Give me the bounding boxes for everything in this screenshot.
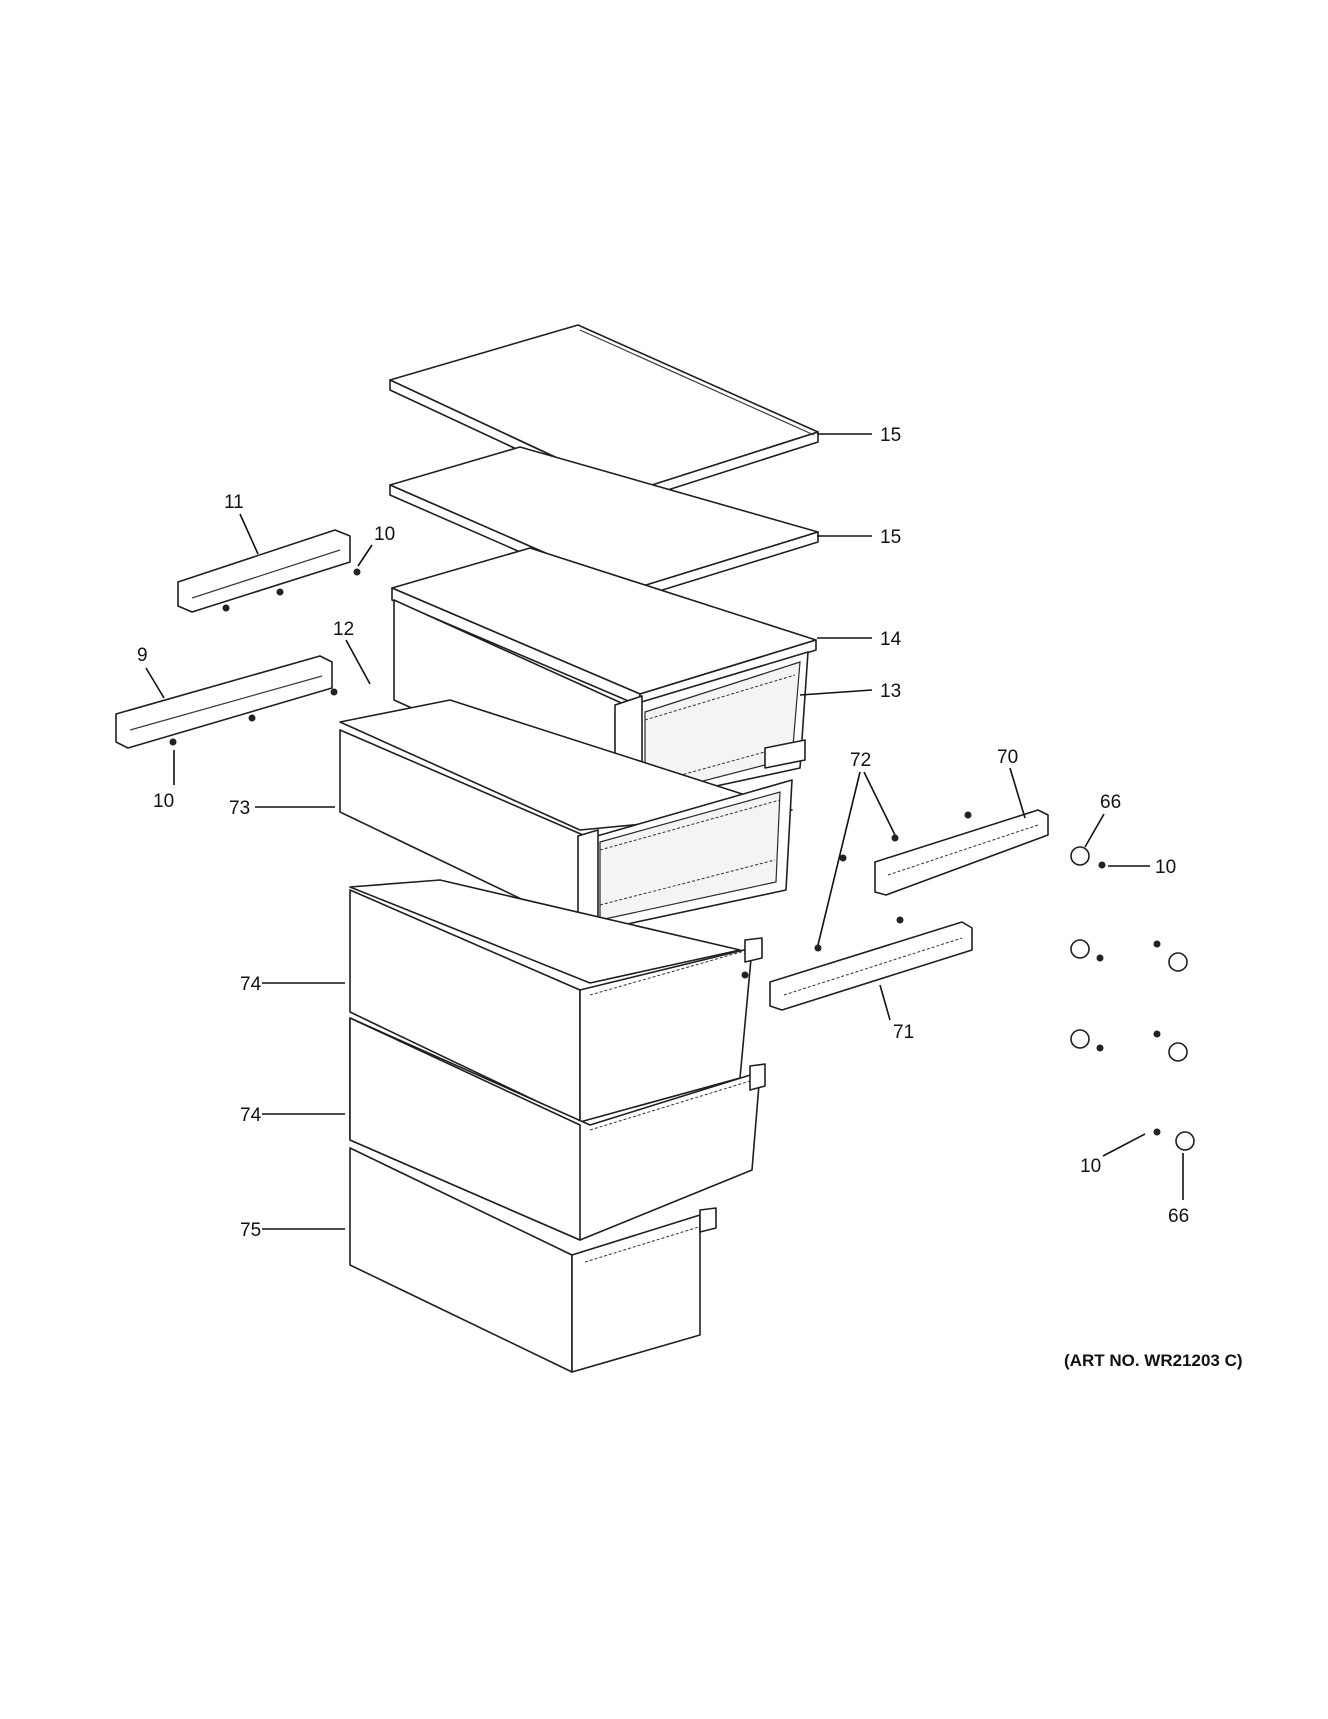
callout-14: 14 bbox=[880, 629, 902, 650]
glass-shelf-top bbox=[389, 324, 819, 503]
drawer-bottom-75 bbox=[349, 1147, 717, 1373]
callout-66-bottom: 66 bbox=[1168, 1206, 1189, 1227]
callout-11: 11 bbox=[224, 492, 244, 513]
callout-73: 73 bbox=[229, 798, 250, 819]
callout-71: 71 bbox=[893, 1022, 914, 1043]
art-number: (ART NO. WR21203 C) bbox=[1064, 1351, 1243, 1370]
callout-12: 12 bbox=[333, 619, 354, 640]
right-rail-lower-71 bbox=[769, 921, 973, 1011]
callout-74-upper: 74 bbox=[240, 974, 262, 995]
callout-15-top: 15 bbox=[880, 425, 901, 446]
right-rail-upper-70 bbox=[874, 809, 1049, 896]
screw-icons bbox=[169, 568, 1161, 1136]
callout-9: 9 bbox=[137, 645, 148, 666]
callout-72: 72 bbox=[850, 750, 871, 771]
left-rail-lower-9 bbox=[115, 655, 333, 749]
callout-10-right-top: 10 bbox=[1155, 857, 1176, 878]
drawer-middle-74a bbox=[349, 879, 763, 1123]
callout-74-lower: 74 bbox=[240, 1105, 262, 1126]
drawer-upper-73 bbox=[339, 699, 806, 939]
left-rail-upper-11 bbox=[177, 529, 351, 613]
callout-66-top: 66 bbox=[1100, 792, 1121, 813]
roller-icons bbox=[1070, 846, 1195, 1151]
crisper-cover-and-pan bbox=[391, 547, 817, 811]
callout-75: 75 bbox=[240, 1220, 261, 1241]
callout-labels: 15 15 14 13 11 10 9 10 12 73 74 74 75 72… bbox=[137, 425, 1189, 1241]
callout-70: 70 bbox=[997, 747, 1018, 768]
callout-13: 13 bbox=[880, 681, 901, 702]
callout-15-middle: 15 bbox=[880, 527, 901, 548]
callout-10-right-bottom: 10 bbox=[1080, 1156, 1101, 1177]
leader-lines bbox=[145, 433, 1184, 1230]
callout-10-upper: 10 bbox=[374, 524, 395, 545]
callout-10-lower: 10 bbox=[153, 791, 174, 812]
drawer-middle-74b bbox=[349, 1017, 766, 1241]
